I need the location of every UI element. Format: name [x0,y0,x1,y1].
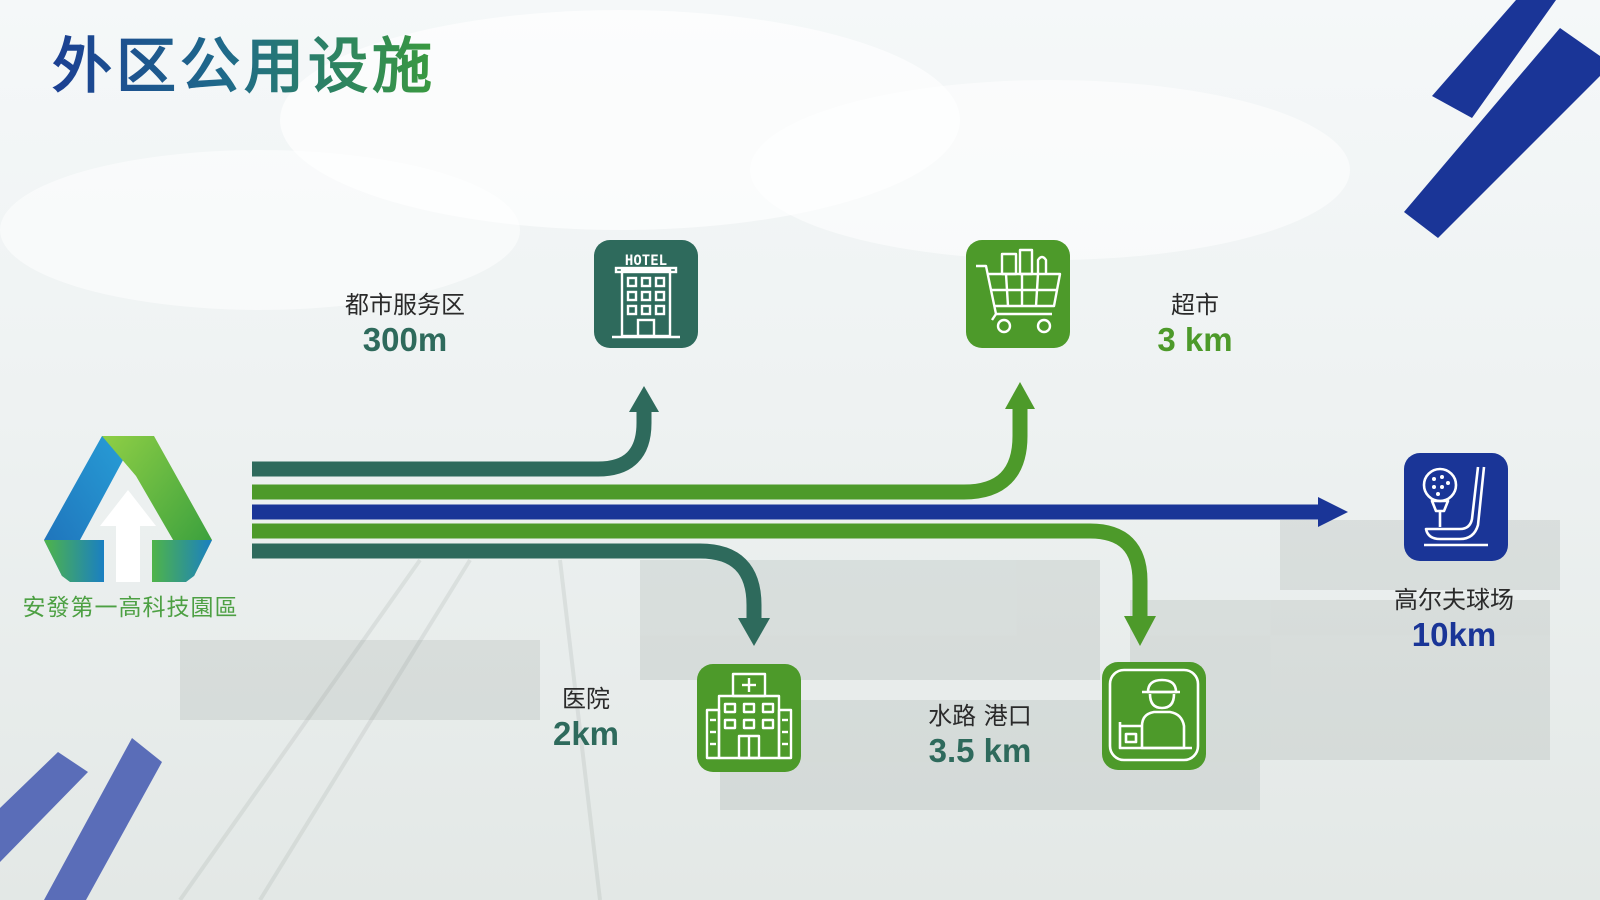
dest-name: 水路 港口 [928,702,1032,730]
page-title: 外区公用设施 [52,18,436,105]
route-supermarket [252,405,1028,500]
arrowhead-supermarket [1005,382,1035,409]
dest-golf: 高尔夫球场 10km [1362,585,1546,655]
route-hospital [252,543,762,620]
route-city-service [252,408,652,477]
route-port [252,523,1148,618]
arrowhead-port [1124,616,1156,646]
dest-distance: 2km [552,715,620,752]
dest-city-service: 都市服务区 300m [330,290,480,360]
park-logo-icon [44,436,212,582]
arrowhead-city-service [629,386,659,412]
decor-stripe-bottom-left-2 [44,738,162,900]
shopping-cart-icon [966,240,1070,348]
port-worker-icon [1102,662,1206,770]
decor-stripe-bottom-left-1 [0,752,88,862]
dest-distance: 3 km [1157,321,1233,358]
dest-hospital: 医院 2km [526,684,646,754]
golf-icon [1404,453,1508,561]
dest-supermarket: 超市 3 km [1120,290,1270,360]
hospital-icon [697,664,801,772]
hotel-icon: HOTEL [594,240,698,348]
decor-stripe-top-right-1 [1432,0,1556,118]
dest-distance: 10km [1411,616,1497,653]
dest-name: 医院 [562,685,610,713]
svg-text:HOTEL: HOTEL [625,253,667,269]
dest-name: 超市 [1171,291,1219,319]
arrowhead-golf [1318,497,1348,527]
dest-name: 都市服务区 [345,291,465,319]
park-name: 安發第一高科技園區 [22,595,239,621]
dest-port: 水路 港口 3.5 km [900,701,1060,771]
dest-distance: 300m [362,321,448,358]
dest-distance: 3.5 km [928,732,1032,769]
decor-stripe-top-right-2 [1404,28,1600,238]
dest-name: 高尔夫球场 [1394,586,1514,614]
arrowhead-hospital [738,618,770,646]
